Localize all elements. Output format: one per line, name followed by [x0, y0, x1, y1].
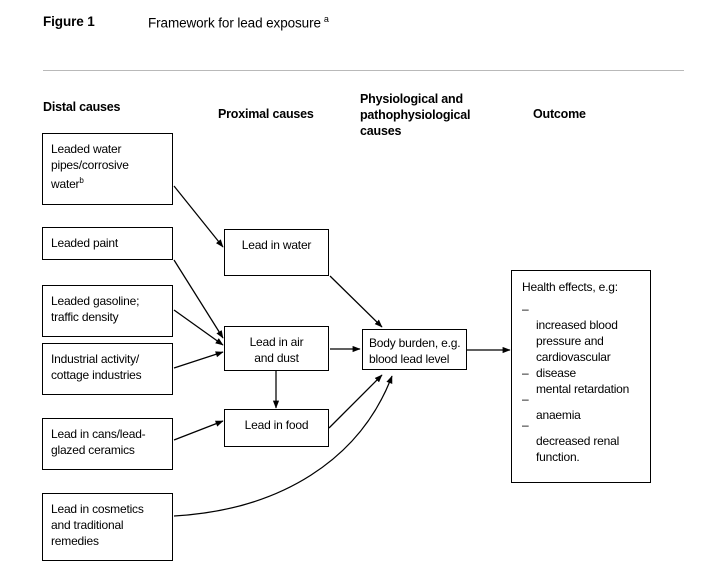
arrow-pipes-to-water	[173, 185, 224, 248]
column-header-physiological: Physiological and pathophysiological cau…	[360, 92, 471, 138]
arrow-food-to-body-burden	[328, 374, 383, 429]
box-leaded-gasoline[interactable]: Leaded gasoline; traffic density	[42, 285, 173, 337]
health-effect-text: mental retardation	[536, 382, 630, 396]
box-lead-in-water[interactable]: Lead in water	[224, 229, 329, 276]
health-effect-item: –increased blood pressure and cardiovasc…	[522, 301, 664, 381]
figure-title-superscript: a	[323, 14, 329, 24]
box-lead-in-cans[interactable]: Lead in cans/lead- glazed ceramics	[42, 418, 173, 470]
box-health-effects[interactable]: Health effects, e.g: –increased blood pr…	[511, 270, 651, 483]
horizontal-rule	[43, 70, 684, 71]
figure-label: Figure 1	[43, 14, 95, 29]
list-dash: –	[522, 418, 529, 432]
arrow-paint-to-air	[173, 259, 224, 339]
arrow-industrial-to-air	[173, 351, 224, 369]
arrow-cans-to-food	[173, 420, 224, 441]
health-effects-heading: Health effects, e.g:	[522, 280, 618, 294]
box-label: Industrial activity/ cottage industries	[51, 352, 142, 382]
box-leaded-paint[interactable]: Leaded paint	[42, 227, 173, 260]
box-leaded-water-pipes[interactable]: Leaded water pipes/corrosive waterb	[42, 133, 173, 205]
box-label: Leaded gasoline; traffic density	[51, 294, 140, 324]
column-header-outcome: Outcome	[533, 107, 586, 121]
box-label: Lead in water	[241, 238, 312, 252]
arrow-water-to-body-burden	[329, 275, 383, 328]
box-label: Lead in food	[244, 418, 309, 432]
box-text: Leaded water pipes/corrosive water	[51, 142, 129, 191]
health-effect-item: –mental retardation	[522, 365, 664, 397]
list-dash: –	[522, 366, 529, 380]
list-dash: –	[522, 392, 529, 406]
health-effect-text: increased blood pressure and cardiovascu…	[536, 318, 618, 380]
box-lead-in-food[interactable]: Lead in food	[224, 409, 329, 447]
column-header-proximal-causes: Proximal causes	[218, 107, 314, 121]
box-label: Leaded water pipes/corrosive waterb	[51, 141, 168, 192]
health-effect-text: decreased renal function.	[536, 434, 620, 464]
health-effect-text: anaemia	[536, 408, 581, 422]
box-label: Body burden, e.g. blood lead level	[369, 336, 461, 366]
column-header-distal-causes: Distal causes	[43, 100, 121, 114]
box-label: Lead in cans/lead- glazed ceramics	[51, 427, 146, 457]
box-label: Leaded paint	[51, 236, 118, 250]
health-effect-item: –anaemia	[522, 391, 664, 423]
box-label: Lead in air and dust	[249, 335, 304, 365]
box-label: Lead in cosmetics and traditional remedi…	[51, 502, 144, 548]
box-lead-in-cosmetics[interactable]: Lead in cosmetics and traditional remedi…	[42, 493, 173, 561]
box-industrial-activity[interactable]: Industrial activity/ cottage industries	[42, 343, 173, 395]
box-body-burden[interactable]: Body burden, e.g. blood lead level	[362, 329, 467, 370]
figure-title-text: Framework for lead exposure	[148, 15, 321, 31]
box-lead-in-air-and-dust[interactable]: Lead in air and dust	[224, 326, 329, 371]
list-dash: –	[522, 302, 529, 316]
health-effect-item: –decreased renal function.	[522, 417, 664, 465]
arrow-gasoline-to-air	[173, 309, 224, 346]
box-superscript: b	[79, 176, 84, 185]
